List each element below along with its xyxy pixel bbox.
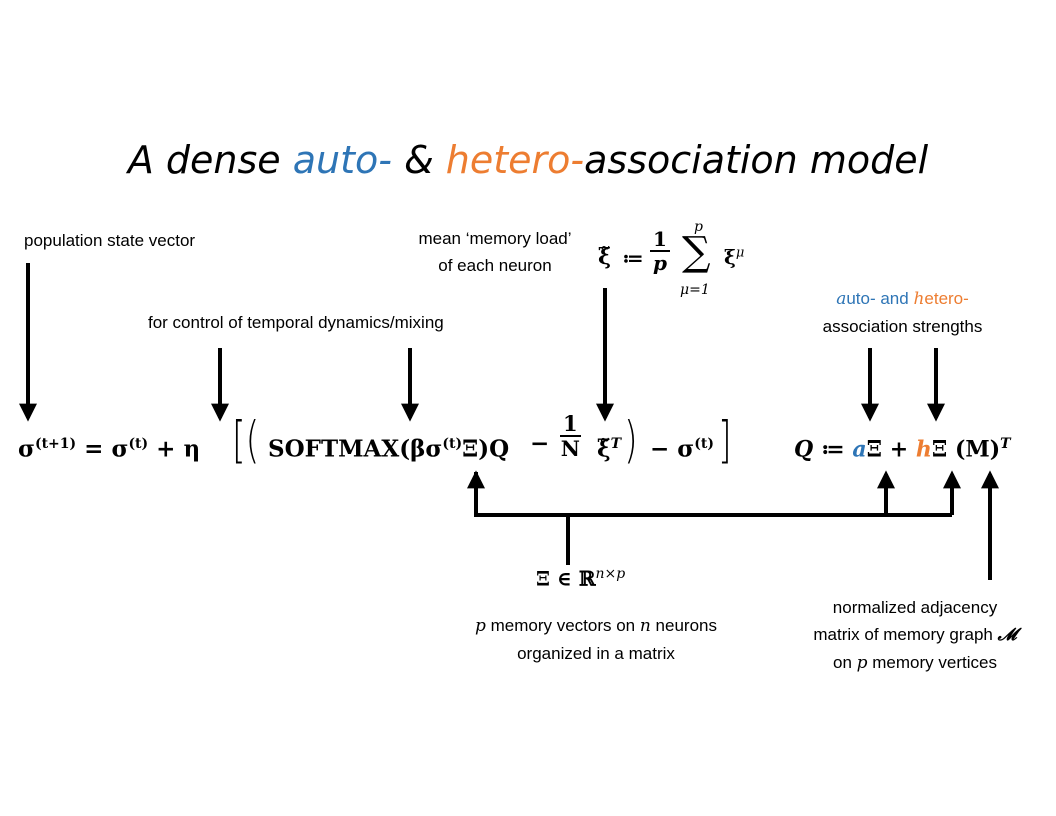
- adjacency-line3: on p memory vertices: [780, 649, 1050, 677]
- xi-mu-term: ξμ: [724, 245, 744, 269]
- eq-open-brackets: [(: [232, 411, 260, 469]
- title-hetero: hetero-: [445, 138, 585, 182]
- eq-xi: ξ̃: [597, 435, 611, 463]
- q-xi-plus: Ξ +: [866, 436, 916, 463]
- title-auto: auto-: [292, 138, 392, 182]
- xi-space-xi: Ξ: [536, 566, 551, 591]
- eq-sigma-sup: (t): [128, 436, 149, 452]
- sum-upper-limit: p: [694, 219, 703, 235]
- xi-tilde-fraction: 1 p: [650, 228, 670, 274]
- q-lhs: Q: [794, 436, 814, 463]
- eq-frac-den: N: [560, 436, 580, 462]
- xi-tilde-assign: ≔: [622, 246, 644, 270]
- label-population-state: population state vector: [24, 231, 196, 250]
- label-memory-vectors: p memory vectors on n neurons organized …: [436, 612, 756, 667]
- strengths-line1: auto- and hetero-: [790, 285, 1015, 313]
- eq-lhs-sup: (t+1): [34, 436, 77, 452]
- memory-load-line2: of each neuron: [438, 256, 552, 275]
- adjacency-line1: normalized adjacency: [832, 598, 998, 617]
- strengths-hetero-word: etero-: [924, 289, 969, 308]
- sum-symbol: ∑: [682, 229, 711, 275]
- softmax-term: SOFTMAX(βσ(t)Ξ)Q: [268, 424, 509, 470]
- q-xi-adjacency: Ξ (M): [931, 436, 1001, 463]
- adjacency-line2: matrix of memory graph 𝓜: [780, 621, 1050, 649]
- memory-load-line1: mean ‘memory load’: [418, 229, 572, 248]
- slide-title: A dense auto- & hetero-association model: [0, 138, 1056, 182]
- label-memory-load: mean ‘memory load’ of each neuron: [395, 225, 595, 279]
- q-definition: Q ≔ aΞ + hΞ (M)T: [794, 424, 1011, 469]
- eq-frac-num: 1: [560, 412, 581, 438]
- xi-space-in: ∈: [557, 566, 572, 591]
- eq-minus-sigma-sup: (t): [694, 436, 714, 452]
- q-assign: ≔: [820, 436, 845, 463]
- eq-plus-eta: + η: [156, 435, 201, 463]
- strengths-hetero-symbol: h: [913, 289, 925, 309]
- eq-sigma: σ: [111, 435, 129, 463]
- memories-line2: organized in a matrix: [517, 644, 675, 663]
- q-hetero-coefficient: h: [915, 436, 932, 463]
- q-auto-coefficient: a: [852, 436, 867, 463]
- memories-line1: p memory vectors on n neurons: [436, 612, 756, 640]
- eq-minus: −: [530, 430, 550, 457]
- sum-lower-limit: μ=1: [680, 282, 710, 298]
- eq-xi-sup: T: [610, 436, 622, 452]
- eq-equals: =: [84, 435, 104, 463]
- xi-term-sup: μ: [735, 245, 745, 261]
- label-association-strengths: auto- and hetero- association strengths: [790, 285, 1015, 340]
- strengths-auto-word: uto- and: [846, 289, 914, 308]
- label-temporal-dynamics: for control of temporal dynamics/mixing: [148, 313, 444, 332]
- xi-tilde-frac-den: p: [652, 251, 667, 275]
- strengths-line2: association strengths: [822, 317, 983, 336]
- adjacency-p: p: [856, 653, 868, 673]
- adjacency-graph-symbol: 𝓜: [997, 625, 1017, 645]
- xi-tilde-lhs: ξ̃: [598, 244, 612, 270]
- eq-close-bracket: ]: [718, 411, 732, 469]
- eq-lhs-sigma: σ: [18, 435, 35, 463]
- title-suffix: association model: [584, 138, 929, 182]
- memories-end: neurons: [650, 616, 717, 635]
- eq-softmax-sup: (t): [442, 436, 463, 452]
- memory-matrix-bracket: [474, 472, 952, 517]
- adjacency-line3-pre: on: [833, 653, 857, 672]
- title-prefix: A dense: [127, 138, 293, 182]
- xi-space-sup: n×p: [595, 566, 626, 582]
- label-adjacency-matrix: normalized adjacency matrix of memory gr…: [780, 594, 1050, 677]
- xi-tilde-frac-num: 1: [650, 228, 670, 252]
- eq-softmax-tail: Ξ)Q: [462, 435, 510, 463]
- main-equation-left: σ(t+1) = σ(t) + η: [18, 424, 200, 470]
- eq-minus-sigma-text: − σ: [650, 435, 695, 463]
- xi-space-reals: ℝ: [578, 566, 596, 591]
- title-middle: &: [391, 138, 446, 182]
- memories-mid: memory vectors on: [485, 616, 640, 635]
- xi-term: ξ: [724, 245, 736, 269]
- memories-n: n: [639, 616, 651, 636]
- eq-fraction-1-over-n: 1 N: [560, 412, 581, 460]
- xi-space-equation: Ξ ∈ ℝn×p: [536, 566, 625, 591]
- eq-minus-sigma: − σ(t): [650, 424, 714, 470]
- adjacency-line2-text: matrix of memory graph: [813, 625, 998, 644]
- eq-xi-tilde-transpose: ξ̃T: [597, 424, 621, 470]
- eq-softmax: SOFTMAX(βσ: [268, 435, 443, 463]
- adjacency-line3-post: memory vertices: [867, 653, 997, 672]
- memories-p: p: [474, 616, 486, 636]
- strengths-auto-symbol: a: [836, 289, 847, 309]
- q-transpose: T: [1000, 436, 1011, 452]
- eq-close-paren: ): [624, 411, 638, 469]
